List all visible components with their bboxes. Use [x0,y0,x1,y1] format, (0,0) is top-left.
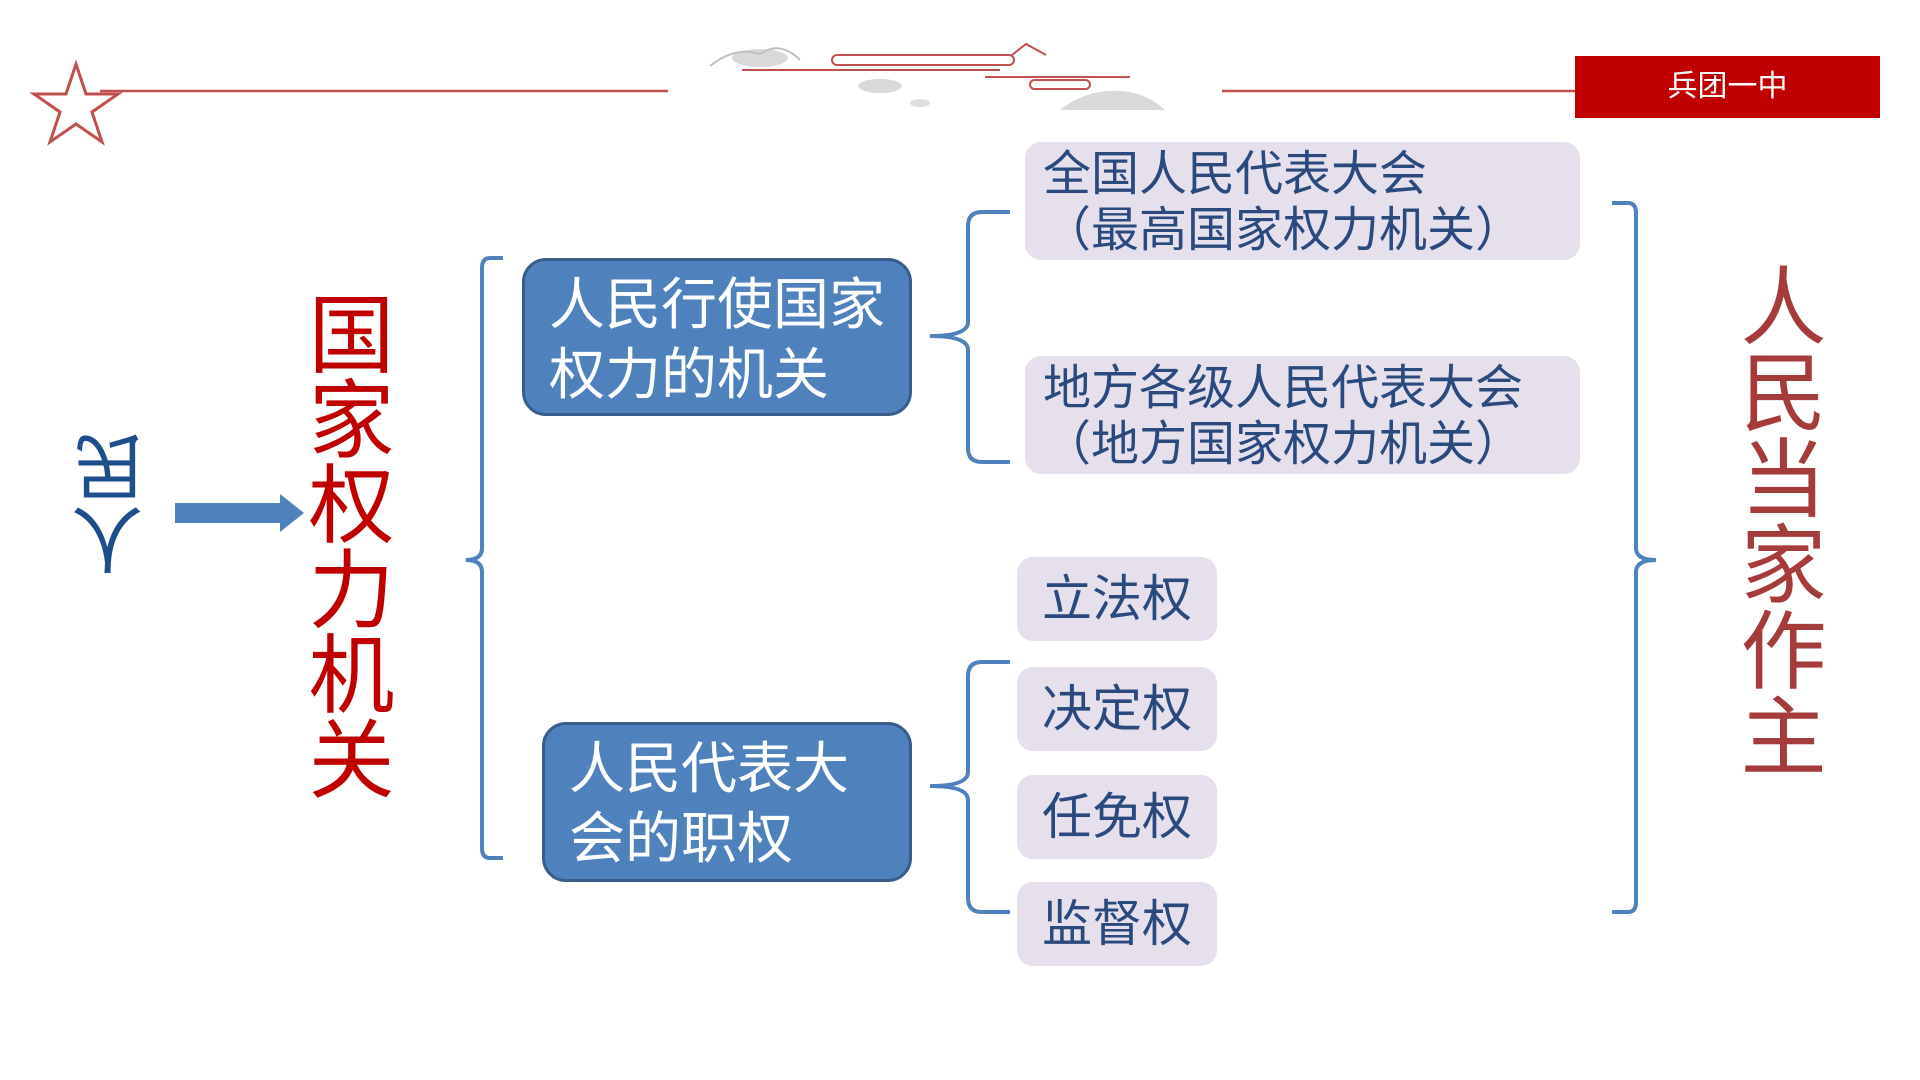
conclusion-label: 人民当家作主 [1725,262,1825,778]
school-name-badge: 兵团一中 [1575,56,1880,118]
branch-label-line: 人民行使国家 [549,273,885,338]
leaf-national-congress: 全国人民代表大会 （最高国家权力机关） [1025,142,1580,260]
leaf-legislative-power: 立法权 [1017,557,1217,641]
leaf-appointment-power: 任免权 [1017,775,1217,859]
leaf-local-congress: 地方各级人民代表大会 （地方国家权力机关） [1025,356,1580,474]
star-outline-icon [29,59,123,146]
leaf-line: （最高国家权力机关） [1043,202,1524,258]
branch-box-powers: 人民代表大 会的职权 [542,722,912,882]
branch-box-organs: 人民行使国家 权力的机关 [522,258,912,416]
leaf-line: 全国人民代表大会 [1043,146,1428,202]
bracket-main [465,256,503,860]
leaf-supervision-power: 监督权 [1017,882,1217,966]
branch-label-line: 权力的机关 [549,343,829,408]
arrow-right-icon [175,494,304,532]
root-label: 人民 [72,432,156,576]
branch-label-line: 会的职权 [569,807,793,872]
branch-label-line: 人民代表大 [569,737,849,802]
leaf-decision-power: 决定权 [1017,667,1217,751]
leaf-line: 地方各级人民代表大会 [1043,360,1524,416]
bracket-powers [929,660,1010,914]
bracket-organs [929,210,1010,464]
bracket-conclusion [1612,201,1657,914]
cloud-ornament-icon [709,42,1165,110]
main-concept-label: 国家权力机关 [293,290,393,800]
leaf-line: （地方国家权力机关） [1043,416,1524,472]
